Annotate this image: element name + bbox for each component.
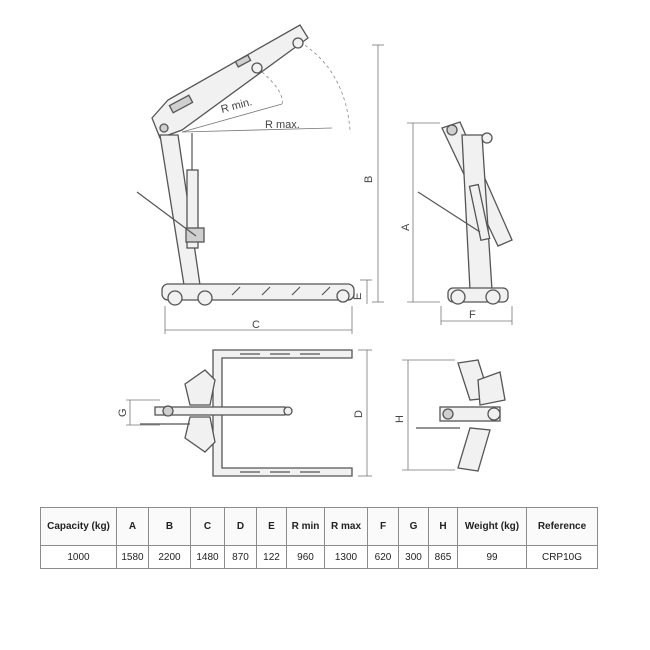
cell-r-min: 960 (286, 545, 325, 569)
boom-pin (159, 123, 169, 133)
header-f: F (367, 507, 399, 546)
folded-boom-head (481, 132, 493, 144)
cell-r-max: 1300 (324, 545, 368, 569)
crane-top-view: D G (117, 349, 372, 477)
cell-g: 300 (398, 545, 429, 569)
table-row: 1000 1580 2200 1480 870 122 960 1300 620… (40, 545, 598, 569)
specifications-table: Capacity (kg) A B C D E R min R max F G … (40, 507, 598, 569)
cell-weight: 99 (457, 545, 527, 569)
crane-side-view: R min. R max. B E C (136, 24, 384, 334)
crane-top-folded-view: H (394, 359, 506, 472)
header-weight: Weight (kg) (457, 507, 527, 546)
dim-h-label: H (394, 415, 406, 423)
folded-top-hub (487, 407, 501, 421)
header-r-max: R max (324, 507, 368, 546)
cell-d: 870 (224, 545, 257, 569)
folded-top-leg-lower (457, 427, 491, 472)
top-wheel-left (162, 405, 174, 417)
boom-slot (168, 94, 194, 114)
dim-c-label: C (252, 319, 260, 331)
boom-extension-slot (234, 54, 252, 68)
crane-folded-view: A F (400, 121, 513, 325)
folded-top-wheel (442, 408, 454, 420)
header-reference: Reference (526, 507, 598, 546)
pump-handle (136, 191, 197, 237)
folded-hydraulic-ram (468, 183, 491, 241)
folded-handle (417, 191, 481, 233)
top-pivot-bracket-upper (184, 369, 216, 406)
header-g: G (398, 507, 429, 546)
header-d: D (224, 507, 257, 546)
crane-technical-drawing: R min. R max. B E C (117, 24, 513, 477)
cell-capacity: 1000 (40, 545, 117, 569)
top-pivot-bracket-lower (184, 416, 216, 453)
r-max-radius-line (181, 127, 333, 133)
front-wheel (336, 289, 350, 303)
cell-a: 1580 (116, 545, 149, 569)
top-boom (154, 406, 286, 416)
rear-wheel-right (197, 290, 213, 306)
dim-a-label: A (400, 223, 412, 231)
top-legs-frame (212, 349, 353, 477)
table-header-row: Capacity (kg) A B C D E R min R max F G … (40, 507, 598, 546)
leg-slots (231, 286, 331, 296)
hook-shackle (251, 62, 263, 74)
header-h: H (428, 507, 458, 546)
header-e: E (256, 507, 287, 546)
header-c: C (190, 507, 225, 546)
folded-top-bracket (477, 371, 506, 406)
header-a: A (116, 507, 149, 546)
r-max-label: R max. (265, 119, 300, 131)
cell-f: 620 (367, 545, 399, 569)
r-min-radius-line (181, 103, 283, 133)
r-max-arc (299, 41, 351, 131)
header-capacity: Capacity (kg) (40, 507, 117, 546)
folded-pivot (446, 124, 458, 136)
folded-wheel-right (485, 289, 501, 305)
cell-b: 2200 (148, 545, 191, 569)
cell-e: 122 (256, 545, 287, 569)
dim-f-label: F (469, 309, 476, 321)
folded-wheel-left (450, 289, 466, 305)
rear-wheel-left (167, 290, 183, 306)
boom-end-pulley (292, 37, 304, 49)
header-r-min: R min (286, 507, 325, 546)
dim-e-label: E (352, 293, 364, 300)
dim-d-label: D (353, 410, 365, 418)
r-min-arc (261, 71, 283, 106)
top-boom-end (283, 406, 293, 416)
cell-reference: CRP10G (526, 545, 598, 569)
dim-b-label: B (363, 176, 375, 183)
dim-g-label: G (117, 408, 129, 417)
cell-c: 1480 (190, 545, 225, 569)
header-b: B (148, 507, 191, 546)
cell-h: 865 (428, 545, 458, 569)
